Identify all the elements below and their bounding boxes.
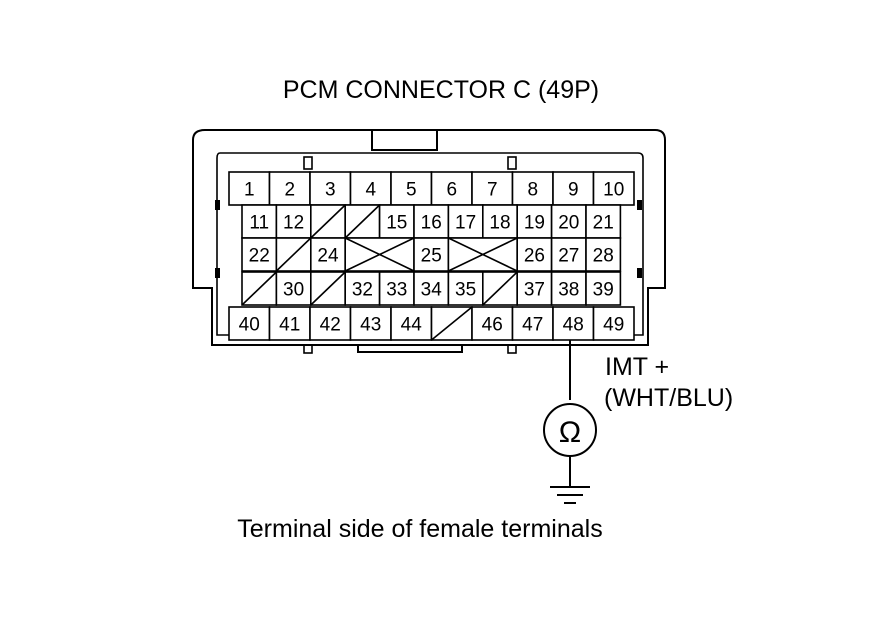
pin-cell bbox=[552, 306, 595, 341]
cavity-cross bbox=[344, 237, 415, 272]
pin-cell bbox=[349, 171, 392, 206]
pin-number: 48 bbox=[563, 315, 584, 336]
cavity-slash bbox=[275, 237, 312, 272]
pin-number: 5 bbox=[406, 180, 417, 201]
cavity-slash bbox=[241, 271, 277, 306]
pin-number: 21 bbox=[593, 213, 614, 234]
pin-number: 49 bbox=[603, 315, 624, 336]
pin-number: 24 bbox=[317, 246, 339, 267]
pin-cell bbox=[228, 306, 271, 341]
pin-cell bbox=[413, 271, 450, 306]
pin-cell bbox=[585, 204, 622, 239]
pin-number: 30 bbox=[283, 280, 304, 301]
ground-icon bbox=[550, 486, 590, 504]
pin-number: 17 bbox=[455, 213, 476, 234]
pin-number: 41 bbox=[279, 315, 300, 336]
pin-number: 2 bbox=[284, 180, 295, 201]
pin-number: 46 bbox=[482, 315, 503, 336]
cavity-slash bbox=[344, 204, 381, 239]
pin-cell bbox=[309, 306, 352, 341]
diagram-title: PCM CONNECTOR C (49P) bbox=[283, 76, 599, 104]
pin-cell bbox=[344, 271, 381, 306]
pin-cell bbox=[241, 237, 278, 272]
cavity-slash bbox=[430, 306, 473, 341]
pin-number: 15 bbox=[386, 213, 407, 234]
pin-cell bbox=[413, 204, 450, 239]
pin-cell bbox=[378, 271, 415, 306]
pin-cell bbox=[516, 271, 553, 306]
pin-number: 20 bbox=[558, 213, 579, 234]
pin-number: 9 bbox=[568, 180, 579, 201]
pin-number: 22 bbox=[249, 246, 270, 267]
pin-number: 16 bbox=[421, 213, 442, 234]
pin-number: 37 bbox=[524, 280, 545, 301]
pin-number: 39 bbox=[593, 280, 614, 301]
pin-number: 6 bbox=[446, 180, 457, 201]
pin-cell bbox=[309, 237, 346, 272]
pin-number: 35 bbox=[455, 280, 476, 301]
ohmmeter: Ω bbox=[543, 340, 597, 504]
probe-label-wire-color: (WHT/BLU) bbox=[604, 384, 733, 412]
cavity-slash bbox=[310, 271, 346, 306]
cavity-cross bbox=[448, 237, 518, 272]
connector-housing bbox=[192, 129, 666, 354]
ohm-symbol: Ω bbox=[559, 416, 581, 449]
pin-cell bbox=[390, 306, 433, 341]
pin-number: 42 bbox=[320, 315, 341, 336]
pin-cell bbox=[447, 271, 484, 306]
pin-number: 25 bbox=[421, 246, 442, 267]
probe-label-terminal: IMT + bbox=[605, 353, 669, 381]
pin-cell bbox=[228, 171, 271, 206]
pin-cell bbox=[511, 306, 554, 341]
cavity-slash bbox=[310, 204, 346, 239]
cavity-slash bbox=[482, 271, 518, 306]
pin-number: 38 bbox=[558, 280, 579, 301]
pin-cell bbox=[585, 271, 622, 306]
diagram-caption: Terminal side of female terminals bbox=[237, 515, 602, 543]
pin-number: 1 bbox=[244, 180, 255, 201]
pin-number: 7 bbox=[487, 180, 498, 201]
pin-number: 26 bbox=[524, 246, 545, 267]
pin-number: 43 bbox=[360, 315, 381, 336]
pin-number: 3 bbox=[325, 180, 336, 201]
pin-number: 28 bbox=[593, 246, 614, 267]
pin-number: 12 bbox=[283, 213, 304, 234]
pin-cell bbox=[550, 204, 587, 239]
pin-cell bbox=[390, 171, 433, 206]
pin-number: 27 bbox=[558, 246, 579, 267]
pin-cell bbox=[275, 204, 312, 239]
pin-cell bbox=[550, 271, 587, 306]
pin-cell bbox=[592, 306, 635, 341]
pin-number: 4 bbox=[365, 180, 376, 201]
pin-number: 10 bbox=[603, 180, 624, 201]
pin-number: 33 bbox=[386, 280, 407, 301]
pin-number: 44 bbox=[401, 315, 423, 336]
pin-number: 18 bbox=[489, 213, 510, 234]
pin-number: 47 bbox=[522, 315, 543, 336]
pin-number: 40 bbox=[239, 315, 260, 336]
pin-number: 34 bbox=[421, 280, 443, 301]
pin-number: 8 bbox=[527, 180, 538, 201]
pin-cell bbox=[413, 237, 450, 272]
pin-number: 11 bbox=[249, 213, 269, 234]
pin-number: 19 bbox=[524, 213, 545, 234]
pin-cell bbox=[516, 237, 553, 272]
pin-number: 32 bbox=[352, 280, 373, 301]
pin-cell bbox=[585, 237, 622, 272]
pin-cell bbox=[447, 204, 484, 239]
pin-cell bbox=[268, 171, 311, 206]
